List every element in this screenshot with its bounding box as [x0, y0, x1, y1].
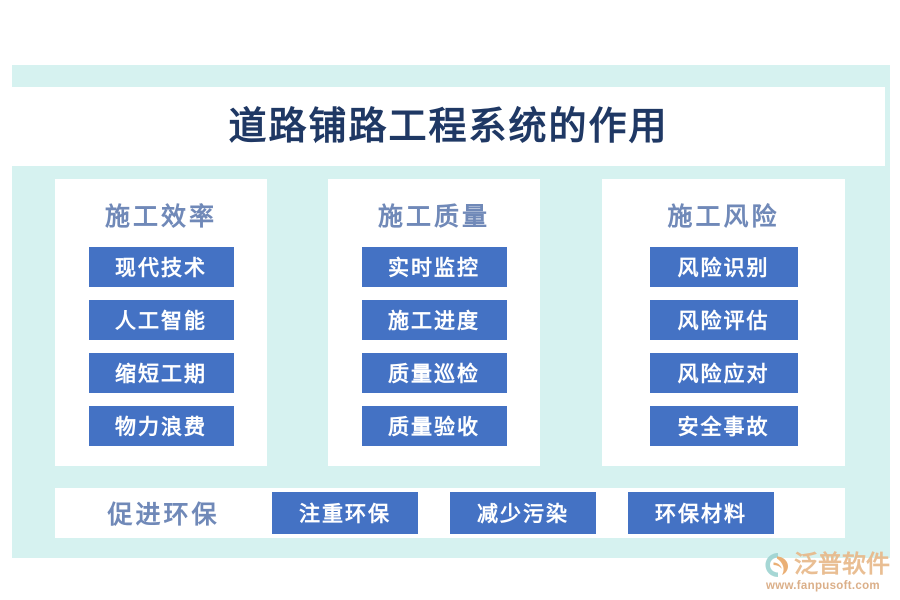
page-title: 道路铺路工程系统的作用: [228, 105, 669, 148]
category-item-chip[interactable]: 质量巡检: [361, 353, 507, 393]
category-card-construction-quality: 施工质量 实时监控 施工进度 质量巡检 质量验收: [328, 179, 540, 466]
category-card-construction-risk: 施工风险 风险识别 风险评估 风险应对 安全事故: [602, 179, 845, 466]
bottom-category-header: 促进环保: [107, 502, 220, 529]
category-item-chip[interactable]: 风险应对: [649, 353, 798, 393]
watermark-row: 泛普软件: [764, 552, 890, 578]
bottom-item-chip[interactable]: 减少污染: [450, 492, 596, 534]
category-header: 施工质量: [377, 204, 490, 231]
category-card-construction-efficiency: 施工效率 现代技术 人工智能 缩短工期 物力浪费: [55, 179, 267, 466]
category-item-chip[interactable]: 风险识别: [649, 247, 798, 287]
category-item-chip[interactable]: 质量验收: [361, 406, 507, 446]
category-item-chip[interactable]: 现代技术: [88, 247, 234, 287]
category-item-chip[interactable]: 缩短工期: [88, 353, 234, 393]
category-header: 施工风险: [667, 204, 780, 231]
watermark-brand: 泛普软件: [794, 552, 890, 578]
watermark: 泛普软件 www.fanpusoft.com: [764, 552, 894, 596]
category-item-chip[interactable]: 物力浪费: [88, 406, 234, 446]
category-item-chip[interactable]: 安全事故: [649, 406, 798, 446]
fanpu-logo-icon: [765, 553, 788, 577]
bottom-item-chip[interactable]: 环保材料: [628, 492, 774, 534]
category-item-chip[interactable]: 施工进度: [361, 300, 507, 340]
bottom-category-bar: 促进环保 注重环保 减少污染 环保材料: [55, 488, 845, 538]
bottom-item-chip[interactable]: 注重环保: [272, 492, 418, 534]
category-item-chip[interactable]: 人工智能: [88, 300, 234, 340]
watermark-url: www.fanpusoft.com: [766, 580, 880, 592]
category-item-chip[interactable]: 实时监控: [361, 247, 507, 287]
category-item-chip[interactable]: 风险评估: [649, 300, 798, 340]
category-header: 施工效率: [104, 204, 217, 231]
title-bar: 道路铺路工程系统的作用: [12, 87, 885, 166]
